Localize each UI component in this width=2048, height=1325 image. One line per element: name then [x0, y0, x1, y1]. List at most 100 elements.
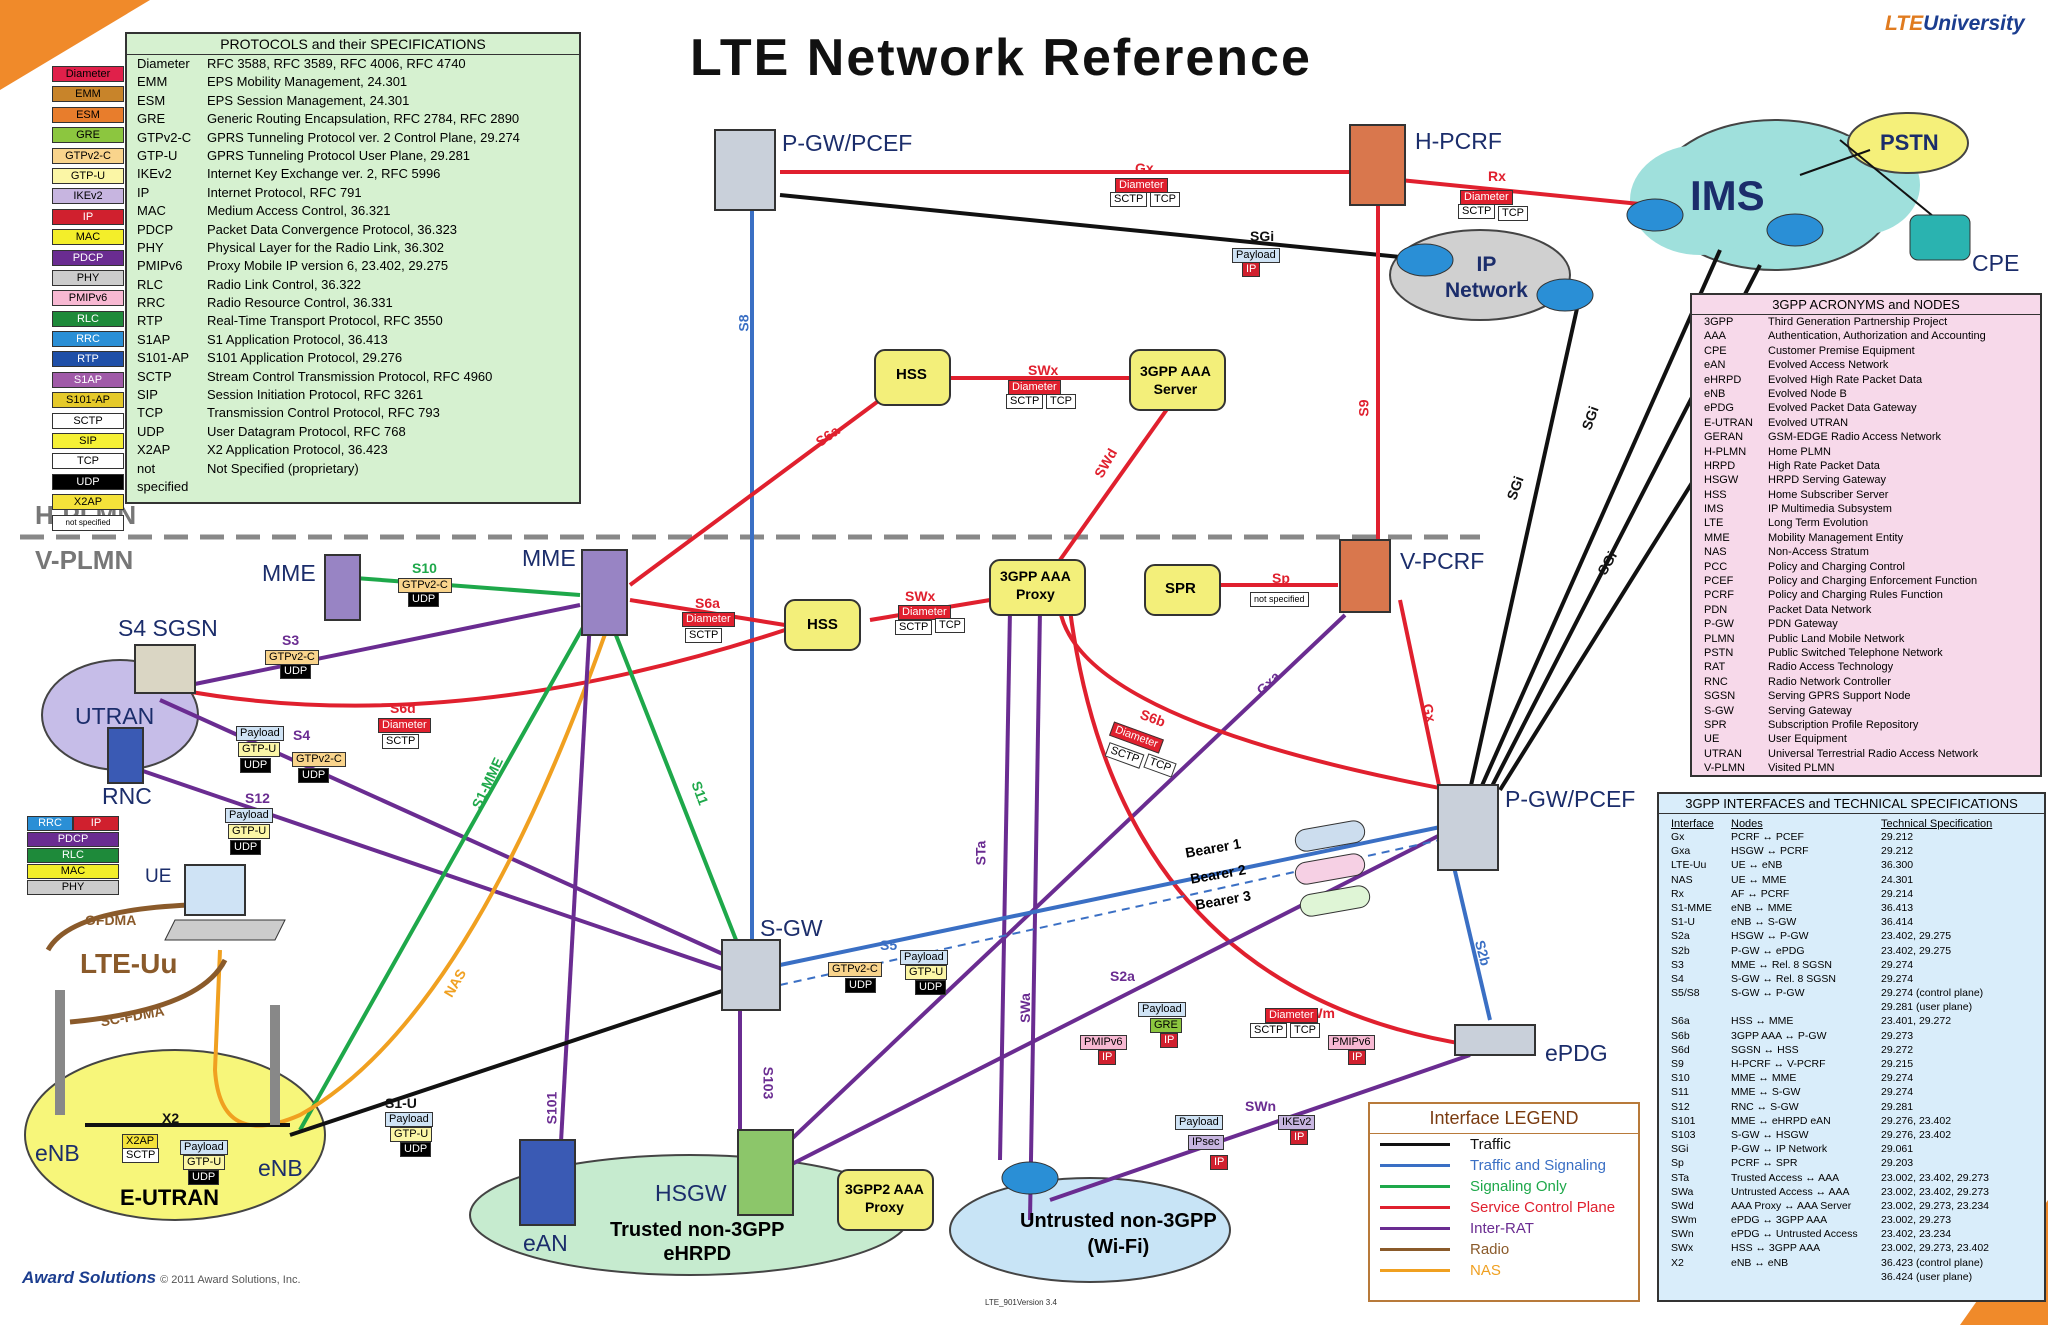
- legend-item: Traffic and Signaling: [1370, 1155, 1638, 1176]
- sgi-line-v1: [1468, 294, 1582, 791]
- radio-scfdma-arrow: [69, 958, 228, 1025]
- corner-wedge-top-left: [0, 0, 150, 90]
- s5-gtpv2c-tag: GTPv2-C: [828, 962, 882, 977]
- protocol-chip: GTPv2-C: [52, 147, 124, 164]
- sp-notspec-tag: not specified: [1250, 592, 1309, 607]
- s1u-gtpu-tag: GTP-U: [390, 1127, 433, 1142]
- aaa2-cyl: [837, 1169, 934, 1231]
- x2-udp-tag: UDP: [188, 1170, 220, 1185]
- protocol-chip: TCP: [52, 453, 124, 470]
- gx-v-line: [1398, 599, 1442, 791]
- pgw-h-server: [714, 129, 776, 211]
- hss-v-label: HSS: [807, 616, 838, 633]
- ims-label: IMS: [1690, 172, 1765, 219]
- eutran-label: E-UTRAN: [120, 1185, 219, 1210]
- s2b-line: [1448, 849, 1492, 1021]
- cpe-phone-icon: [1909, 214, 1971, 261]
- interfaces-panel: 3GPP INTERFACES and TECHNICAL SPECIFICAT…: [1657, 792, 2046, 1302]
- router-ip-2: [1536, 278, 1594, 312]
- protocol-chip: EMM: [52, 86, 124, 103]
- s11-line: [608, 619, 742, 951]
- mme1-server: [324, 554, 361, 621]
- s6b-line: [1058, 609, 1451, 792]
- untrusted-label: Untrusted non-3GPP (Wi-Fi): [1020, 1210, 1217, 1258]
- s1u-label: S1-U: [385, 1095, 417, 1111]
- interface-row: 29.281 (user plane): [1881, 1001, 1973, 1014]
- s1u-line: [289, 988, 726, 1137]
- sta-label: STa: [972, 840, 989, 866]
- s10-gtpv2c-tag: GTPv2-C: [398, 578, 452, 593]
- s12-payload-tag: Payload: [225, 808, 273, 823]
- protocol-chip: RTP: [52, 351, 124, 368]
- rx-line: [1399, 178, 1651, 207]
- s2a-ip-tag: IP: [1098, 1050, 1117, 1065]
- rx-diameter-tag: Diameter: [1460, 190, 1513, 205]
- radio-ofdma-arrow: [45, 902, 191, 952]
- protocol-chip: UDP: [52, 473, 124, 490]
- protocol-chip: MAC: [52, 229, 124, 246]
- swm-diameter-tag: Diameter: [1265, 1008, 1318, 1023]
- interfaces-header: 3GPP INTERFACES and TECHNICAL SPECIFICAT…: [1659, 794, 2044, 814]
- ims-cloud: [1630, 119, 1920, 271]
- swx-v-diameter-tag: Diameter: [898, 605, 951, 620]
- swx-label: SWx: [1028, 362, 1059, 378]
- legend-item: Inter-RAT: [1370, 1218, 1638, 1239]
- swx-v-sctp-tag: SCTP: [895, 620, 933, 635]
- swm-pmipv6-tag: PMIPv6: [1328, 1035, 1375, 1050]
- s6a-v-sctp-tag: SCTP: [685, 628, 723, 643]
- protocols-header: PROTOCOLS and their SPECIFICATIONS: [127, 34, 579, 55]
- gx-sctp-tag: SCTP: [1110, 192, 1148, 207]
- x2-x2ap-tag: X2AP: [122, 1134, 159, 1149]
- legend-item: Signaling Only: [1370, 1176, 1638, 1197]
- swn-payload-tag: Payload: [1175, 1115, 1223, 1130]
- gx-label: Gx: [1135, 160, 1154, 176]
- sp-label: Sp: [1272, 570, 1290, 586]
- rnc-label: RNC: [102, 783, 152, 809]
- legend-swatch: [1380, 1269, 1450, 1272]
- mme2-label: MME: [522, 545, 576, 571]
- x2-gtpu-tag: GTP-U: [183, 1155, 226, 1170]
- ltuu-label: LTE-Uu: [80, 948, 178, 979]
- version-label: LTE_901Version 3.4: [985, 1298, 1057, 1307]
- x2-label: X2: [162, 1110, 180, 1126]
- legend-swatch: [1380, 1143, 1450, 1146]
- protocol-chip: IP: [52, 208, 124, 225]
- protocol-chip: ESM: [52, 106, 124, 123]
- protocol-chip: X2AP: [52, 494, 124, 511]
- s12-udp-tag: UDP: [230, 840, 262, 855]
- aaa-proxy-label: 3GPP AAA Proxy: [1000, 568, 1071, 602]
- protocol-chip: S101-AP: [52, 392, 124, 409]
- aaa-proxy-cyl: [989, 559, 1086, 616]
- eutran-cloud: [24, 1049, 326, 1221]
- s101-line: [558, 619, 592, 1161]
- s101-label: S101: [543, 1091, 560, 1125]
